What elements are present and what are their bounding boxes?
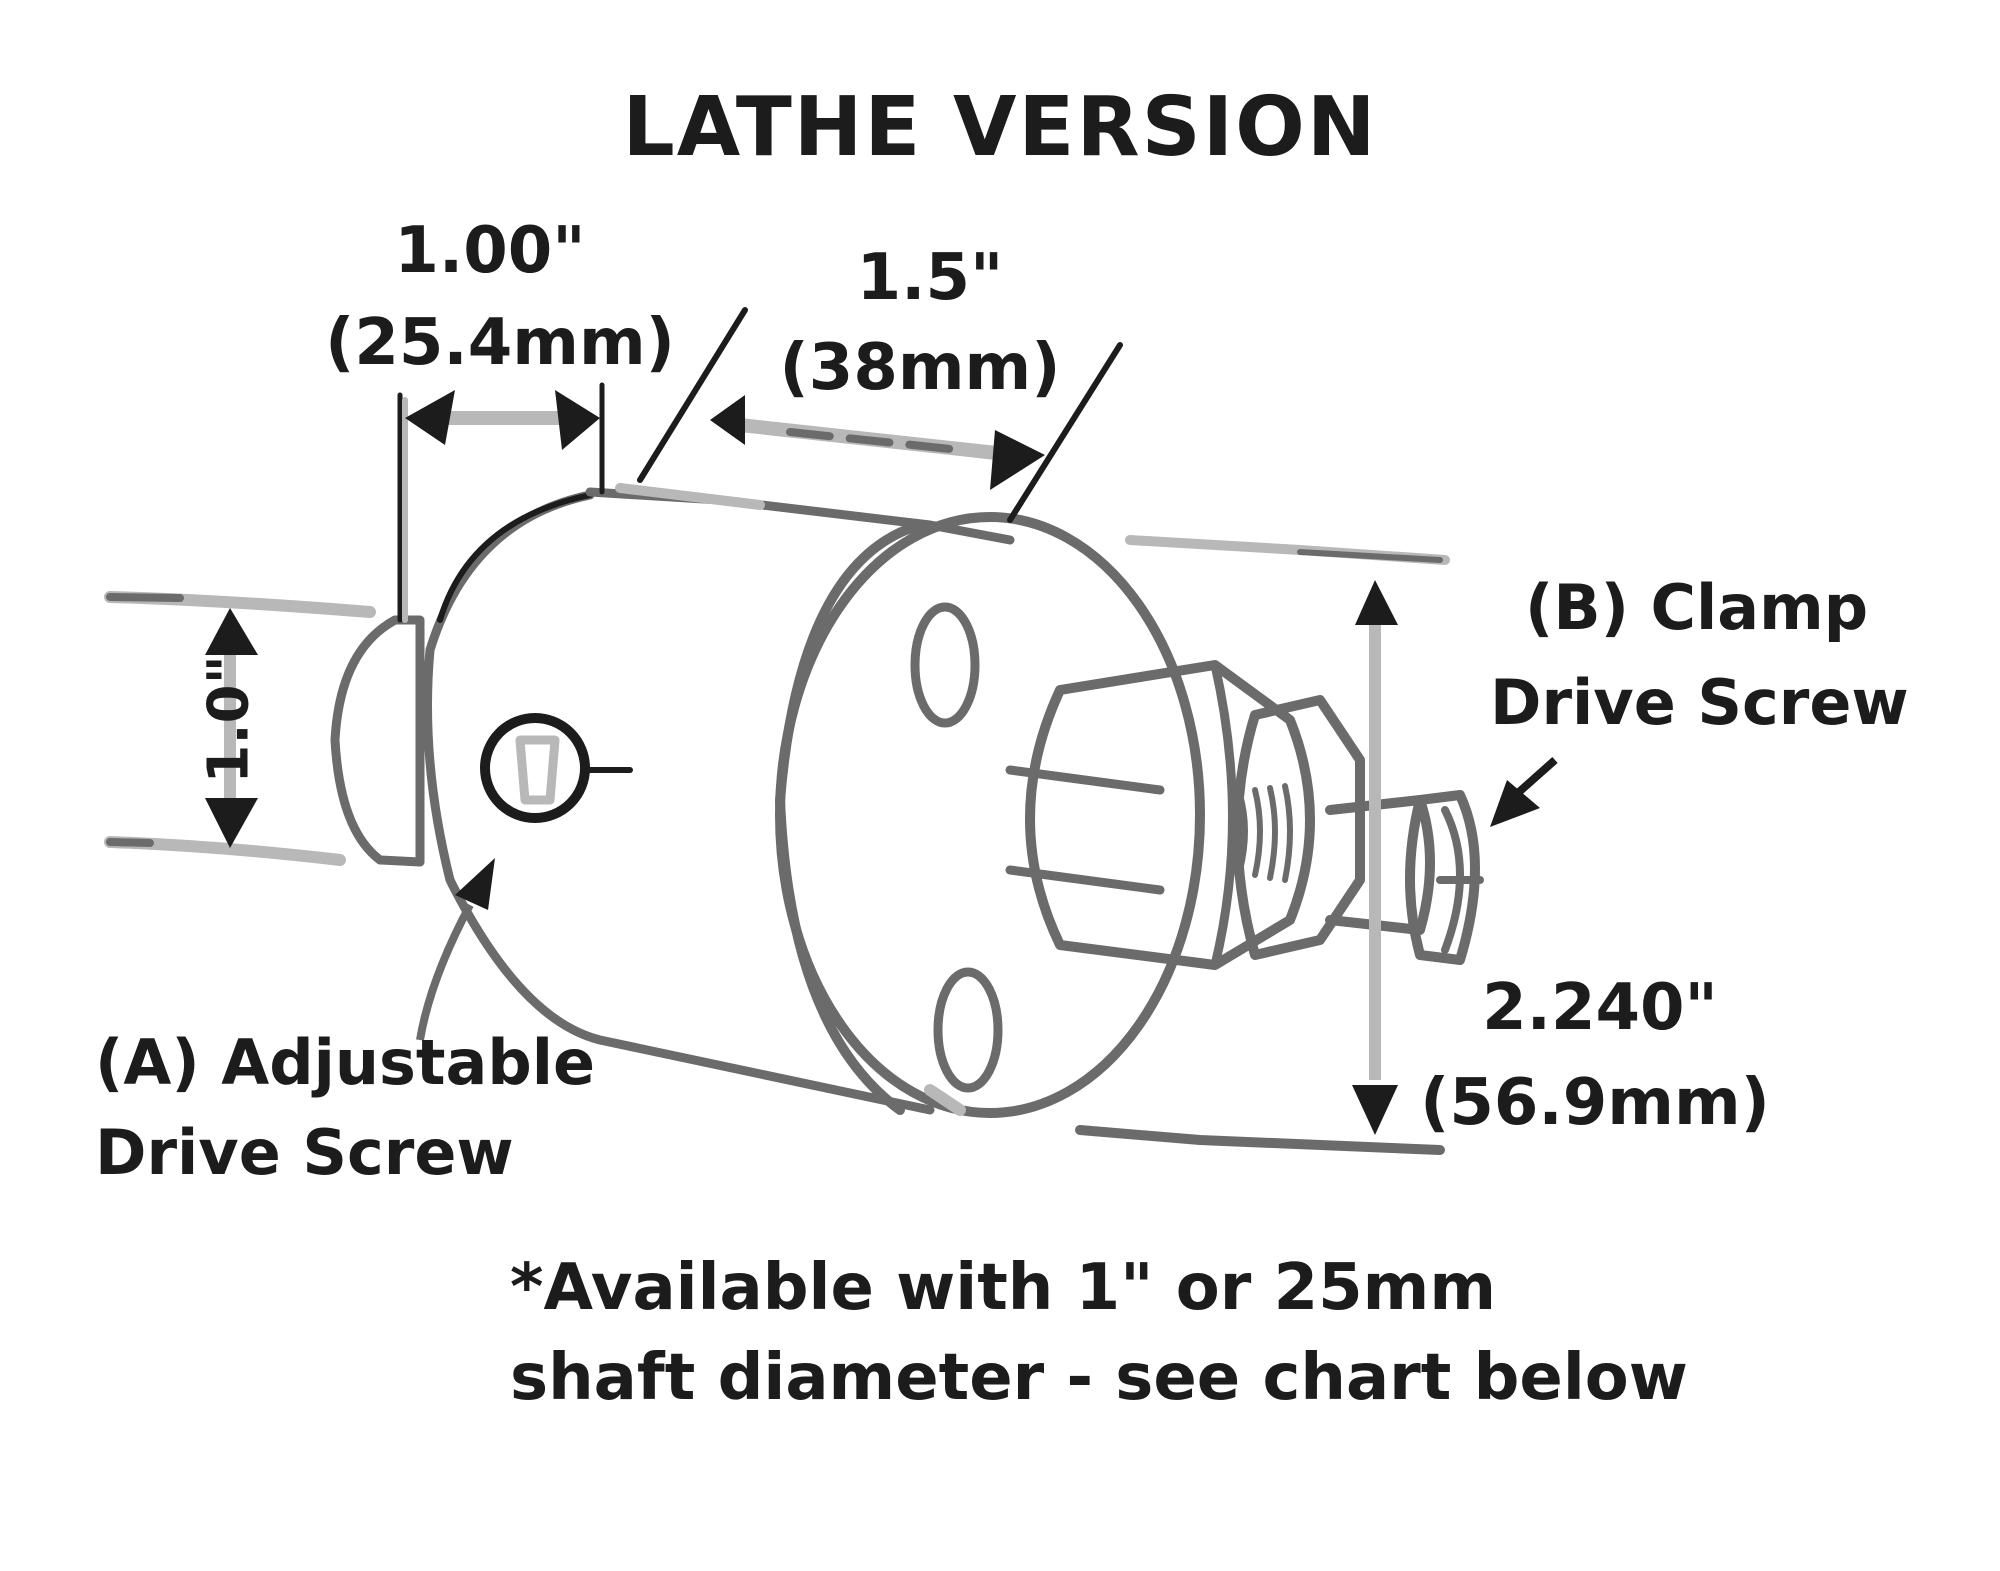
callout-b-leader (1490, 757, 1558, 827)
dimension-line-2-240 (1352, 580, 1398, 1135)
dimension-line-1-5 (637, 307, 1123, 523)
availability-note-line1: *Available with 1" or 25mm (510, 1251, 1497, 1325)
main-body-outline (423, 490, 935, 1115)
rear-hub (330, 615, 425, 867)
clamp-screw-head (1405, 790, 1480, 965)
callout-b-line1: (B) Clamp (1525, 571, 1869, 644)
availability-note-line2: shaft diameter - see chart below (510, 1341, 1688, 1415)
dimension-1-5-imperial: 1.5" (856, 241, 1004, 315)
callout-b-line2: Drive Screw (1490, 666, 1909, 739)
callout-a-line2: Drive Screw (95, 1116, 514, 1189)
dimension-2-240-metric: (56.9mm) (1420, 1066, 1770, 1140)
dimension-line-1-00 (397, 382, 605, 623)
callout-a-line1: (A) Adjustable (95, 1026, 596, 1099)
dimension-2-240-imperial: 2.240" (1482, 971, 1718, 1045)
dimension-shaft-imperial: 1.0" (196, 655, 262, 784)
dimension-1-00-metric: (25.4mm) (325, 306, 675, 380)
dimension-1-00-imperial: 1.00" (394, 214, 586, 288)
flange-front (775, 512, 1205, 1118)
callout-a-leader (416, 858, 495, 1041)
diagram-title: LATHE VERSION (622, 80, 1378, 175)
dimension-line-shaft (205, 608, 258, 848)
adjustable-screw-ring (480, 713, 590, 823)
dimension-1-5-metric: (38mm) (779, 331, 1061, 405)
